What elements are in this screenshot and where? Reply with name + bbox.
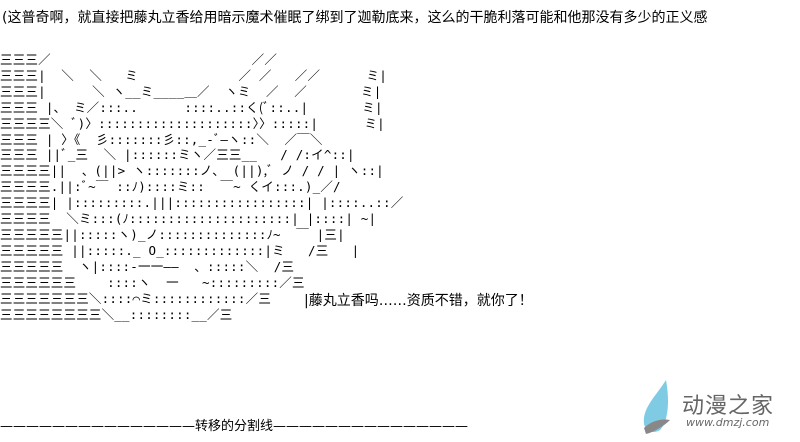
ascii-art-line: 三三三| ＼ ヽ__ミ____＿／ ヽミ ／ ／ ミ| [0, 83, 382, 99]
dialogue-text: |藤丸立香吗……资质不错，就你了！ [304, 293, 533, 309]
narration-text: (这普奇啊，就直接把藤丸立香给用暗示魔术催眠了绑到了迦勒底来，这么的干脆利落可能… [2, 10, 708, 26]
ascii-art-line: 三三三三三||:::::ヽ)_ノ::::::::::::::ﾉ~ ￣ |三| [0, 226, 345, 242]
ascii-art-line: 三三三三.||:ﾞ~￣ ::ﾉ)::::ミ:: ￣~ くイ:::.)_／/ [0, 179, 341, 195]
watermark-logo: 动漫之家 www.dmzj.com [636, 378, 796, 438]
ascii-art-line: 三三三 |、 ミ／:::.. ::::..::く(ﾞ::..| ミ| [0, 99, 383, 115]
watermark-title: 动漫之家 [682, 394, 775, 419]
ascii-art-line: 三三三 ||ﾞ_三 ＼ |::::::ミヽ／三三__ / /:イ^::| [0, 147, 355, 163]
ascii-art-line: 三三三| ＼ ＼ ミ ／ ／ ／／ ミ| [0, 67, 387, 83]
ascii-art-line: 三三三三＼ ﾞ)〉::::::::::::::::::::〉〉:::::| ミ| [0, 115, 385, 131]
ascii-art-line: 三三三三 ＼ミ:::(ﾉ:::::::::::::::::::::| |::::… [0, 211, 377, 227]
section-divider: ———————————————转移的分割线——————————————— [0, 419, 469, 434]
ascii-art-line: 三三三三三 ヽ|::::-一一—— 、:::::＼ /三 [0, 258, 295, 274]
ascii-art: 三三三／ ／／三三三| ＼ ＼ ミ ／ ／ ／／ ミ|三三三| ＼ ヽ__ミ__… [0, 52, 403, 322]
ascii-art-line: 三三三 | 〉《 彡:::::::彡::,_-ﾞ—ヽ::＼ ／￣＼ [0, 131, 323, 147]
ascii-art-line: 三三三三三 ||:::::._ O_:::::::::::::|ミ /三 | [0, 242, 360, 258]
ascii-art-line: 三三三三三三 ::::ヽ 一 ~:::::::::／三 [0, 274, 305, 290]
ascii-art-line: 三三三三|| 、(||> ヽ:::::::ノ、 (||),ﾞ ノ / / | ヽ… [0, 163, 384, 179]
flame-icon [643, 380, 670, 434]
ascii-art-line: 三三三三三三三三＼__::::::::__／三 [0, 306, 233, 322]
ascii-art-line: 三三三／ ／／ [0, 52, 278, 67]
watermark-url: www.dmzj.com [686, 416, 770, 429]
ascii-art-line: 三三三三三三三＼::::⌒ミ::::::::::::／三 [0, 290, 272, 306]
ascii-art-line: 三三三三| |:::::::::.|||:::::::::::::::::| |… [0, 195, 404, 211]
